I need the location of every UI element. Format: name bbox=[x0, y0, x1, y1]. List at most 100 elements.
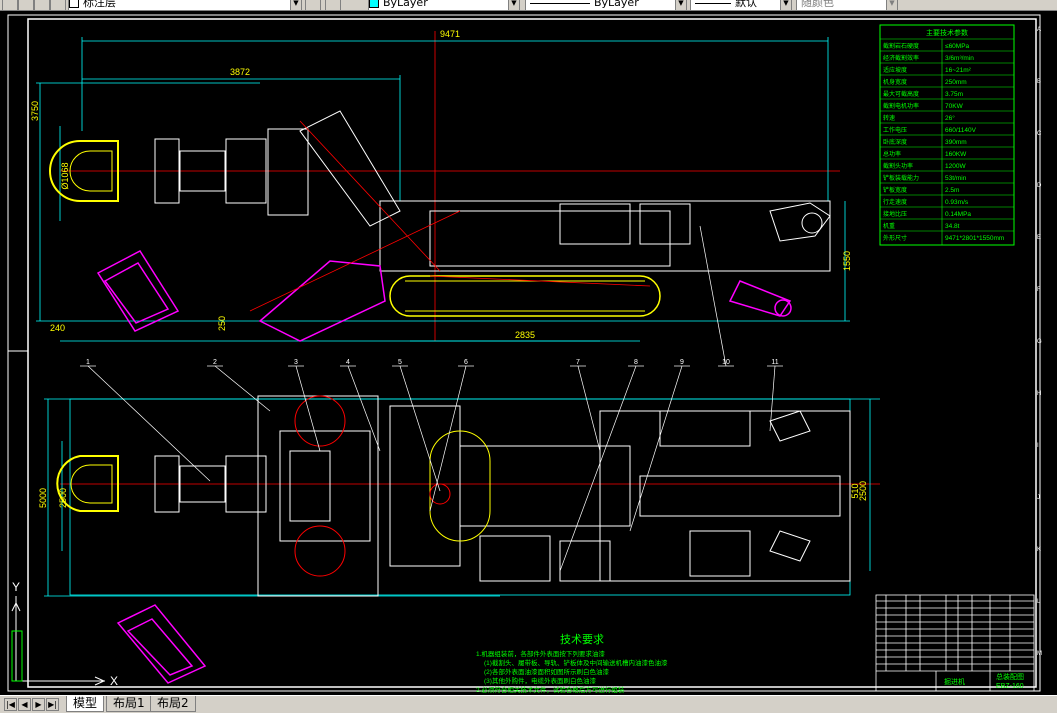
spec-param-name: 截割头功率 bbox=[883, 162, 913, 170]
tech-req-line-5: 2.必须符合相关技术文件，试验合格后方可进行组装 bbox=[476, 685, 625, 694]
first-tab-icon[interactable]: |◀ bbox=[4, 698, 17, 711]
title-block-sub2: EBZ-160 bbox=[996, 683, 1024, 690]
cutter-outlines bbox=[96, 250, 792, 684]
border-letter: B bbox=[1037, 79, 1041, 85]
spec-param-name: 截割电机功率 bbox=[883, 102, 919, 110]
spec-param-value: 3/6m³/min bbox=[945, 55, 974, 62]
last-tab-icon[interactable]: ▶| bbox=[46, 698, 59, 711]
tech-req-line-4: (3)其他外购件，电缆外表面刷白色油漆 bbox=[484, 676, 596, 685]
spec-param-value: 1200W bbox=[945, 163, 966, 170]
part-balloon-label: 5 bbox=[398, 359, 402, 366]
spec-param-name: 铲板装载能力 bbox=[883, 174, 919, 182]
dim-bottom-left: 240 bbox=[50, 323, 65, 333]
border-letter: A bbox=[1037, 27, 1041, 33]
spec-param-name: 适应坡度 bbox=[883, 66, 907, 74]
part-balloon-label: 11 bbox=[771, 359, 778, 366]
color-dropdown[interactable]: ByLayer ▼ bbox=[368, 0, 520, 10]
sun-icon[interactable] bbox=[34, 0, 50, 10]
dim-cutter-dia: Ø1068 bbox=[60, 162, 70, 189]
tab-layout1[interactable]: 布局1 bbox=[106, 696, 152, 712]
part-balloon-label: 4 bbox=[346, 359, 350, 366]
title-block-name: 掘进机 bbox=[944, 677, 965, 686]
border-letter: E bbox=[1037, 235, 1041, 241]
tech-requirements: 技术要求 1.机器组装前，各部件外表面按下列要求油漆 (1)截割头、履带板、导轨… bbox=[476, 633, 668, 694]
border-letter: L bbox=[1037, 599, 1041, 605]
spec-param-name: 外形尺寸 bbox=[883, 234, 907, 242]
spec-param-value: 70KW bbox=[945, 103, 964, 110]
part-balloon-label: 3 bbox=[294, 359, 298, 366]
border-letter: K bbox=[1037, 547, 1041, 553]
spec-param-value: 16~21m² bbox=[945, 67, 972, 74]
spec-param-value: 0.93m/s bbox=[945, 199, 969, 206]
chevron-down-icon[interactable]: ▼ bbox=[886, 0, 897, 10]
ucs-y-label: Y bbox=[12, 580, 20, 594]
tech-req-line-2: (1)截割头、履带板、导轨、铲板体及中间输送机槽内油漆色油漆 bbox=[484, 658, 668, 667]
dim-plan-height: 5000 bbox=[38, 488, 48, 508]
spec-param-name: 卧底深度 bbox=[883, 138, 907, 146]
plotstyle-dropdown[interactable]: 随颜色 ▼ bbox=[796, 0, 898, 10]
dim-overall-length: 9471 bbox=[440, 29, 460, 39]
dimension-texts: 9471 3872 3750 Ø1068 1550 240 250 2835 5… bbox=[30, 29, 868, 508]
spec-param-value: ≤60MPa bbox=[945, 43, 970, 50]
spec-param-value: 34.8t bbox=[945, 223, 960, 230]
spec-param-value: 660/1140V bbox=[945, 127, 977, 134]
spec-param-value: 53t/min bbox=[945, 175, 967, 182]
part-balloon-label: 6 bbox=[464, 359, 468, 366]
border-letter: C bbox=[1037, 131, 1042, 137]
part-balloon-label: 2 bbox=[213, 359, 217, 366]
layer-state-button[interactable] bbox=[2, 0, 18, 10]
title-block bbox=[875, 594, 1035, 692]
spec-param-name: 机身宽度 bbox=[883, 78, 907, 86]
dim-plan-right-b: 2500 bbox=[858, 481, 868, 501]
lock-icon[interactable] bbox=[50, 0, 66, 10]
chevron-down-icon[interactable]: ▼ bbox=[780, 0, 791, 10]
ucs-x-label: X bbox=[110, 674, 118, 688]
dim-plan-right-a: 510 bbox=[850, 483, 860, 498]
color-value: ByLayer bbox=[383, 0, 428, 9]
boom-lines bbox=[249, 120, 651, 312]
spec-param-name: 行走速度 bbox=[883, 198, 907, 206]
side-view-machine bbox=[49, 110, 831, 317]
spec-param-name: 接地比压 bbox=[883, 210, 907, 218]
spec-param-name: 机重 bbox=[883, 222, 895, 230]
tab-layout2[interactable]: 布局2 bbox=[150, 696, 196, 712]
border-letter: M bbox=[1037, 651, 1042, 657]
dim-height: 3750 bbox=[30, 101, 40, 121]
chevron-down-icon[interactable]: ▼ bbox=[675, 0, 686, 10]
chevron-down-icon[interactable]: ▼ bbox=[290, 0, 301, 10]
dim-partial-length: 3872 bbox=[230, 67, 250, 77]
tech-req-title: 技术要求 bbox=[560, 633, 604, 646]
dim-bottom-small: 250 bbox=[217, 316, 227, 331]
make-current-icon[interactable] bbox=[305, 0, 321, 10]
prev-tab-icon[interactable]: ◀ bbox=[18, 698, 31, 711]
spec-param-name: 转速 bbox=[883, 114, 895, 122]
bulb-icon[interactable] bbox=[18, 0, 34, 10]
border-letter: G bbox=[1037, 339, 1042, 345]
layer-previous-icon[interactable] bbox=[325, 0, 341, 10]
part-balloon-label: 8 bbox=[634, 359, 638, 366]
border-letter: H bbox=[1037, 391, 1041, 397]
tab-model[interactable]: 模型 bbox=[66, 696, 105, 712]
spec-param-value: 250mm bbox=[945, 79, 967, 86]
border-letter: I bbox=[1037, 443, 1039, 449]
part-balloon-label: 1 bbox=[86, 359, 90, 366]
layer-dropdown[interactable]: 标注层 ▼ bbox=[68, 0, 302, 10]
spec-param-name: 经济截割效率 bbox=[883, 54, 919, 62]
border-letter: F bbox=[1037, 287, 1041, 293]
properties-toolbar: 标注层 ▼ ByLayer ▼ ByLayer ▼ 默认 ▼ 随颜色 ▼ bbox=[0, 0, 1057, 11]
part-balloon-label: 9 bbox=[680, 359, 684, 366]
linetype-value: ByLayer bbox=[594, 0, 639, 9]
spec-param-value: 9471*2801*1550mm bbox=[945, 235, 1004, 242]
lineweight-dropdown[interactable]: 默认 ▼ bbox=[690, 0, 792, 10]
spec-param-value: 390mm bbox=[945, 139, 967, 146]
spec-param-value: 2.5m bbox=[945, 187, 959, 194]
dim-track-length: 2835 bbox=[515, 330, 535, 340]
lineweight-value: 默认 bbox=[735, 0, 757, 9]
next-tab-icon[interactable]: ▶ bbox=[32, 698, 45, 711]
chevron-down-icon[interactable]: ▼ bbox=[508, 0, 519, 10]
layer-color-swatch bbox=[69, 0, 79, 8]
spec-param-value: 26° bbox=[945, 114, 955, 122]
title-block-sub1: 总装配图 bbox=[996, 672, 1024, 681]
linetype-dropdown[interactable]: ByLayer ▼ bbox=[525, 0, 687, 10]
